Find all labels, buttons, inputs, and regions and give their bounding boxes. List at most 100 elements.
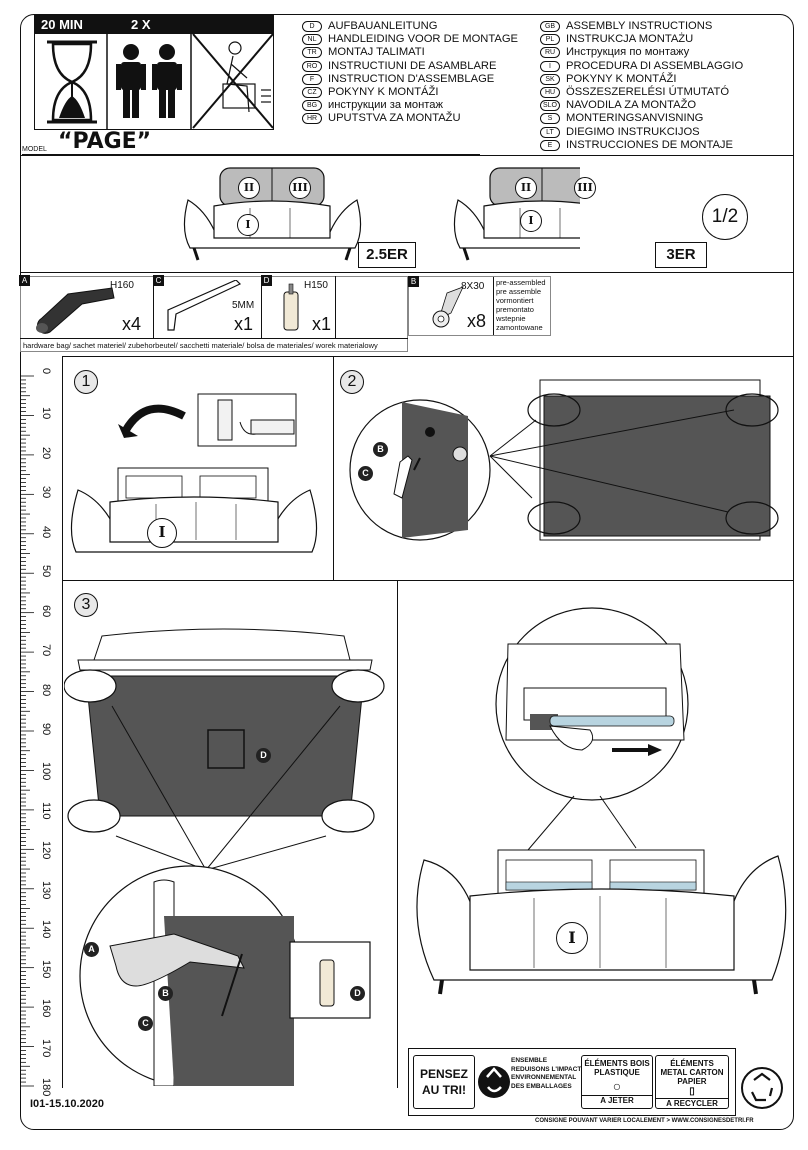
ruler-label: 70 <box>40 644 52 657</box>
hardware-bag-label: hardware bag/ sachet materiel/ zubehorbe… <box>20 338 408 352</box>
ruler <box>20 375 34 1087</box>
variant-2.5er-badge: 2.5ER <box>358 242 416 268</box>
part-i-badge: I <box>147 518 177 548</box>
header-bar: 20 MIN 2 X <box>35 16 273 34</box>
model-label: MODEL <box>22 146 47 153</box>
step-1-number: 1 <box>74 370 98 394</box>
ruler-label: 160 <box>40 999 52 1018</box>
callout-c: C <box>138 1016 153 1031</box>
ruler-label: 60 <box>40 604 52 617</box>
bag-icon: ○ <box>612 1078 622 1094</box>
allen-key-icon <box>167 280 242 331</box>
callout-d: D <box>256 748 271 763</box>
ruler-label: 20 <box>40 446 52 460</box>
ruler-label: 10 <box>40 407 52 420</box>
sofa-2.5-seater <box>182 166 363 262</box>
sofa-leg-icon <box>36 287 115 334</box>
document-date: I01-15.10.2020 <box>30 1098 105 1110</box>
step-3-illustration <box>64 628 385 1086</box>
step-1-illustration <box>70 393 318 553</box>
hardware-item-a: A H160 x4 <box>19 275 154 338</box>
two-persons-icon <box>116 44 182 118</box>
ruler-label: 120 <box>40 841 52 860</box>
callout-b: B <box>373 442 388 457</box>
bolt-icon <box>432 286 464 328</box>
header-box: 20 MIN 2 X <box>34 15 274 130</box>
divider <box>62 580 794 581</box>
page-indicator: 1/2 <box>702 194 748 240</box>
ruler-label: 170 <box>40 1038 52 1057</box>
hardware-item-d: D H150 x1 <box>261 275 336 338</box>
hourglass-icon <box>47 40 97 124</box>
part-ii-badge: II <box>515 177 537 199</box>
ruler-label: 150 <box>40 959 52 979</box>
preassembled-labels: pre-assembled pre assemble vormontiert p… <box>496 278 546 332</box>
part-i-badge: I <box>520 210 542 232</box>
ruler-label: 110 <box>40 801 52 820</box>
divider <box>397 580 398 1088</box>
divider <box>62 356 63 1088</box>
part-i-badge: I <box>237 214 259 236</box>
hardware-item-c: C 5MM x1 <box>153 275 262 338</box>
persons-label: 2 X <box>131 17 151 32</box>
ruler-label: 40 <box>40 525 52 539</box>
model-line: MODEL “PAGE” <box>22 129 480 155</box>
model-name: “PAGE” <box>58 129 152 154</box>
divider <box>333 356 334 580</box>
hardware-item-b: B 8X30 x8 <box>408 276 551 336</box>
header-icons <box>47 34 273 130</box>
ruler-label: 180 <box>40 1078 52 1097</box>
part-iii-badge: III <box>574 177 596 199</box>
ruler-label: 90 <box>40 723 52 736</box>
hardware-box <box>20 276 408 352</box>
recycle-icon <box>741 1067 783 1109</box>
part-i-badge: I <box>556 922 588 954</box>
ruler-label: 50 <box>40 565 52 578</box>
box-icon: ▯ <box>689 1086 695 1097</box>
step-2-number: 2 <box>340 370 364 394</box>
callout-b: B <box>158 986 173 1001</box>
callout-c: C <box>358 466 373 481</box>
center-leg-icon <box>283 283 299 331</box>
page-frame <box>20 14 794 1130</box>
step-2-illustration <box>349 379 779 541</box>
part-ii-badge: II <box>238 177 260 199</box>
ruler-label: 140 <box>40 920 52 939</box>
ruler-label: 130 <box>40 880 52 900</box>
step-3-right-illustration <box>416 607 787 995</box>
ruler-label: 30 <box>40 486 52 499</box>
variant-3er-badge: 3ER <box>655 242 707 268</box>
step-3-number: 3 <box>74 593 98 617</box>
ruler-label: 80 <box>40 683 52 696</box>
time-label: 20 MIN <box>41 17 83 32</box>
triman-icon <box>478 1066 510 1098</box>
no-single-person-icon <box>192 34 273 129</box>
divider <box>62 356 794 357</box>
ruler-label: 0 <box>40 368 52 375</box>
callout-a: A <box>84 942 99 957</box>
consigne-note: CONSIGNE POUVANT VARIER LOCALEMENT > WWW… <box>535 1118 754 1124</box>
overview-section <box>20 155 794 273</box>
